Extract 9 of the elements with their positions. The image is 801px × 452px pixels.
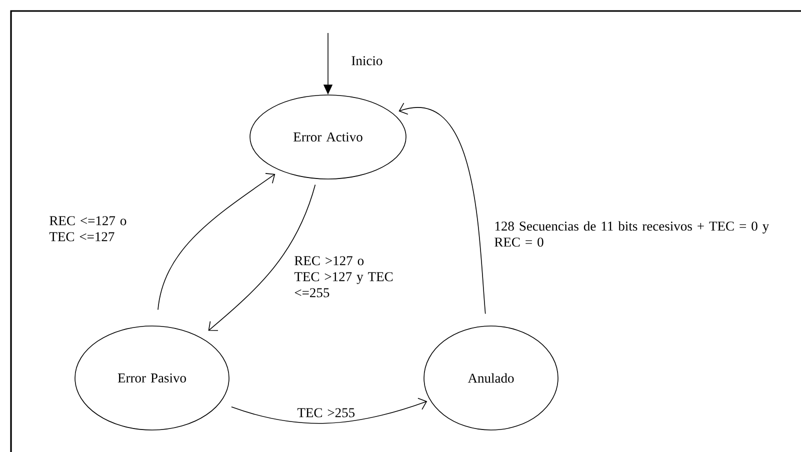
edge-label: 128 Secuencias de 11 bits recesivos + TEC = 0 y REC = 0 [494,221,770,247]
arrow [398,102,486,314]
edge-label: REC >127 o TEC >127 y TEC <=255 [294,256,393,298]
edge-label: Inicio [352,56,382,66]
edge-label: TEC >255 [297,408,355,418]
arrow [231,398,428,424]
edge-label: REC <=127 o TEC <=127 [49,216,126,242]
arrow [208,184,316,331]
arrow [158,173,276,310]
